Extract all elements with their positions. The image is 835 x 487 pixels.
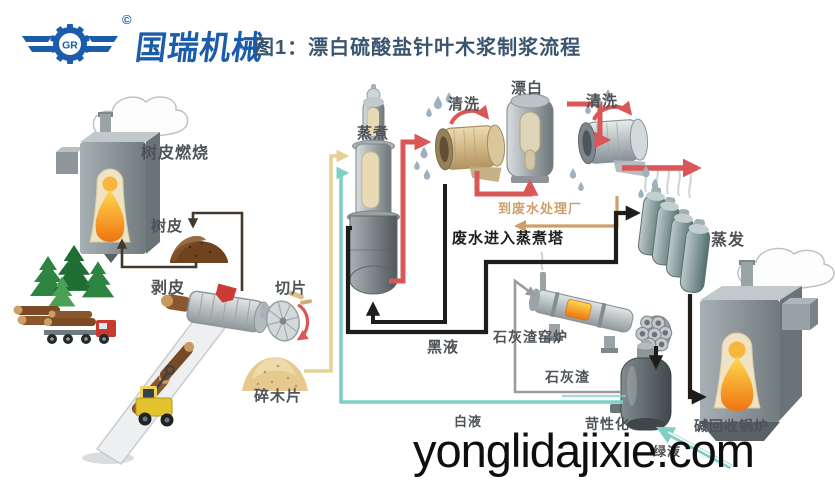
- line-bleach-to-washer2: [567, 101, 612, 149]
- label-bleaching: 漂白: [511, 80, 544, 97]
- log-loader-illustration: [135, 365, 175, 427]
- label-bark-burning: 树皮燃烧: [141, 145, 210, 162]
- label-bark: 树皮: [151, 218, 184, 235]
- line-evaporators-to-boiler: [687, 294, 707, 405]
- chipper-illustration: [260, 290, 312, 342]
- causticizer-illustration: [610, 340, 672, 431]
- label-evaporation: 蒸发: [711, 232, 746, 249]
- label-lime-mud: 石灰渣: [545, 369, 590, 385]
- washer2-rotation-arrow-icon: [592, 100, 633, 121]
- recovery-boiler-illustration: [700, 247, 835, 441]
- log-truck-illustration: [13, 305, 116, 344]
- washer2-illustration: [577, 118, 649, 176]
- line-debarker-to-bark-pile: [187, 211, 244, 291]
- bleach-tower-illustration: [506, 93, 554, 183]
- debarker-red-marker-icon: [215, 283, 237, 303]
- figure-title: 图1：漂白硫酸盐针叶木浆制浆流程: [254, 37, 582, 59]
- forest-trees-illustration: [30, 244, 115, 307]
- line-green-liquor-highlight: [667, 431, 732, 467]
- label-recovery-boiler: 碱回收锅炉: [694, 418, 769, 434]
- line-green-liquor: [656, 426, 733, 470]
- label-chipping: 切片: [275, 280, 308, 297]
- label-wood-chips: 碎木片: [254, 388, 303, 405]
- line-white-liquor: [336, 166, 623, 404]
- evaporators-illustration: [637, 165, 711, 294]
- label-debarking: 剥皮: [151, 280, 186, 297]
- line-digester-to-washer1: [389, 133, 432, 284]
- furnace-smoke-icon: [92, 96, 189, 138]
- label-wastewater-to-digester: 废水进入蒸煮塔: [452, 230, 565, 247]
- wood-chips-pile-illustration: [242, 357, 308, 391]
- line-black-liquor-to-evaporators: [345, 205, 641, 335]
- washer1-illustration: [434, 124, 506, 183]
- label-to-wastewater-plant: 到废水处理厂: [498, 201, 583, 216]
- label-washing1: 清洗: [448, 96, 481, 113]
- line-chips-to-digester: [304, 149, 350, 373]
- line-lime-mud-to-kiln: [513, 278, 621, 394]
- line-wastewater-to-digester: [365, 184, 447, 324]
- digester-illustration: [347, 84, 400, 295]
- label-cooking: 蒸煮: [357, 125, 390, 142]
- bark-pile-illustration: [170, 235, 228, 263]
- company-logo-gear-icon: GR: [22, 24, 118, 64]
- washer1-rotation-arrow-icon: [449, 104, 490, 125]
- copyright-icon: ©: [122, 12, 132, 27]
- logo-gr-text: GR: [62, 40, 78, 52]
- line-washer1-to-bleach: [474, 171, 539, 197]
- label-causticizing: 苛性化: [585, 416, 630, 432]
- flow-lines: [116, 100, 733, 470]
- label-lime-kiln: 石灰渣窑炉: [493, 329, 568, 345]
- watermark-text: yonglidajixie.com: [413, 424, 755, 477]
- chipper-rotation-arrow-icon: [296, 303, 310, 341]
- bark-furnace-illustration: [56, 96, 189, 263]
- label-washing2: 清洗: [586, 93, 619, 110]
- debarker-illustration: [161, 283, 270, 334]
- label-green-liquor: 绿液: [653, 444, 682, 459]
- label-white-liquor: 白液: [454, 414, 483, 429]
- label-black-liquor: 黑液: [427, 339, 460, 356]
- line-bark-to-furnace: [116, 238, 198, 269]
